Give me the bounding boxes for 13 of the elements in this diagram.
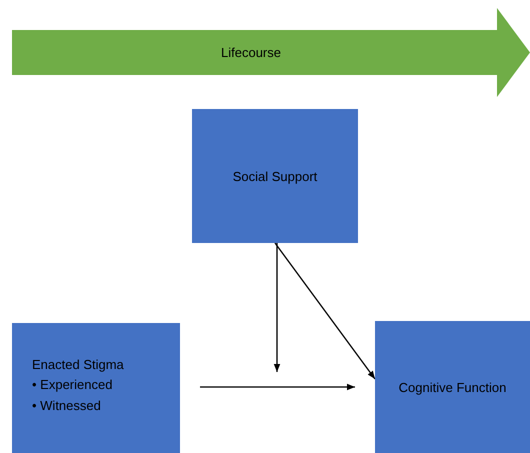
box-heading: Enacted Stigma (32, 357, 124, 372)
arrow (274, 243, 280, 372)
arrow-label: Lifecourse (221, 45, 281, 60)
process-box (375, 321, 530, 453)
arrow (200, 384, 355, 390)
process-box (192, 109, 358, 243)
bullet-item: • Witnessed (32, 397, 102, 415)
box-label: Social Support (232, 168, 318, 184)
process-box (12, 323, 180, 453)
arrow (274, 242, 376, 380)
bullet-item: • Experienced (32, 376, 114, 394)
timeline-arrow (12, 8, 530, 97)
box-label: Cognitive Function (398, 380, 506, 394)
